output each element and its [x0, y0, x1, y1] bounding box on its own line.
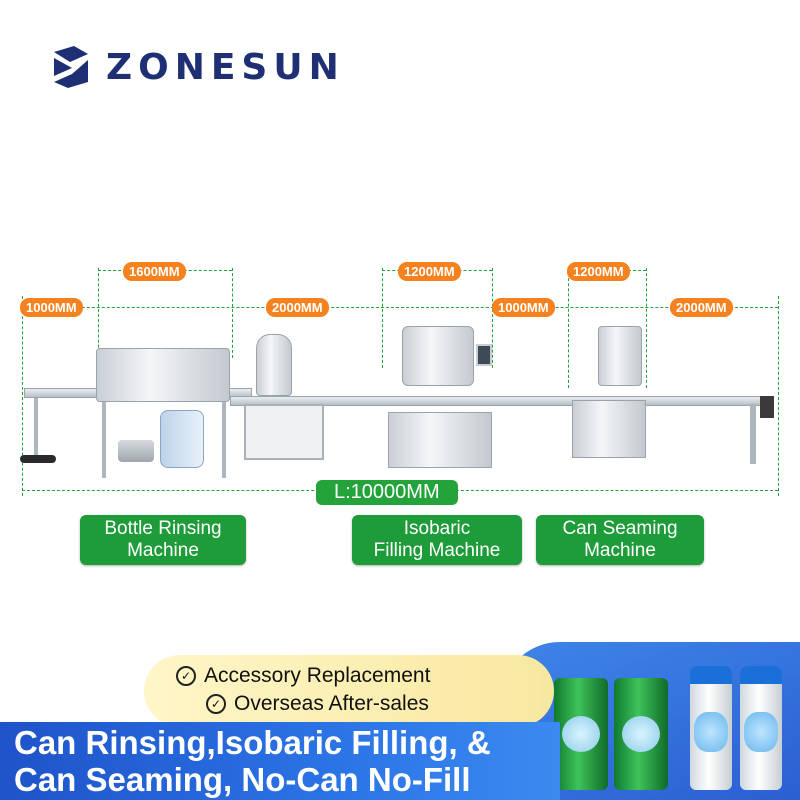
pump	[118, 440, 154, 462]
dimension-label: 1200MM	[398, 262, 461, 281]
conveyor-motor	[760, 396, 774, 418]
label-line: Filling Machine	[373, 540, 501, 561]
guide-line	[22, 307, 778, 308]
label-line: Bottle Rinsing	[104, 518, 222, 539]
conveyor-foot	[20, 455, 56, 463]
conveyor-leg	[34, 398, 38, 462]
filter-tank	[256, 334, 292, 396]
dimension-label: 2000MM	[670, 298, 733, 317]
rinsing-machine-tank	[96, 348, 230, 402]
title-line: Can Rinsing,Isobaric Filling, &	[14, 724, 491, 761]
dimension-label: 1600MM	[123, 262, 186, 281]
label-line: Machine	[584, 540, 656, 561]
machine-leg	[222, 402, 226, 478]
guide-line	[646, 268, 647, 388]
white-can	[690, 666, 732, 790]
filter-frame	[244, 404, 324, 460]
green-can	[614, 678, 668, 790]
guide-line	[568, 268, 569, 388]
guide-line	[382, 268, 383, 368]
label-line: Machine	[127, 540, 199, 561]
green-can	[554, 678, 608, 790]
dimension-label: 2000MM	[266, 298, 329, 317]
dimension-label: 1200MM	[567, 262, 630, 281]
check-circle-icon: ✓	[176, 666, 196, 686]
guide-line	[778, 296, 779, 496]
features-pill	[144, 655, 554, 727]
title-line: Can Seaming, No-Can No-Fill	[14, 761, 471, 798]
filling-machine-base	[388, 412, 492, 468]
zonesun-logo-icon	[54, 46, 88, 88]
guide-line	[232, 268, 233, 358]
control-panel	[476, 344, 492, 366]
filling-valves	[402, 326, 474, 386]
feature-item: ✓ Overseas After-sales	[206, 692, 429, 716]
seaming-head	[598, 326, 642, 386]
label-line: Isobaric	[403, 518, 471, 539]
conveyor-leg	[750, 404, 756, 464]
white-can	[740, 666, 782, 790]
guide-line	[492, 268, 493, 368]
machine-label-filling: Isobaric Filling Machine	[352, 515, 522, 565]
guide-line	[98, 268, 99, 358]
feature-text: Accessory Replacement	[204, 664, 431, 687]
machine-leg	[102, 402, 106, 478]
dimension-label: 1000MM	[492, 298, 555, 317]
page-title: Can Rinsing,Isobaric Filling, & Can Seam…	[14, 724, 491, 798]
title-banner	[0, 722, 560, 800]
machine-label-seaming: Can Seaming Machine	[536, 515, 704, 565]
machine-label-rinsing: Bottle Rinsing Machine	[80, 515, 246, 565]
seaming-machine-base	[572, 400, 646, 458]
feature-item: ✓ Accessory Replacement	[176, 664, 430, 688]
water-barrel	[160, 410, 204, 468]
feature-text: Overseas After-sales	[234, 692, 429, 715]
label-line: Can Seaming	[562, 518, 678, 539]
dimension-label: 1000MM	[20, 298, 83, 317]
brand-name: ZONESUN	[106, 46, 345, 88]
brand-logo: ZONESUN	[48, 44, 345, 90]
guide-line	[22, 296, 23, 496]
check-circle-icon: ✓	[206, 694, 226, 714]
total-length-label: L:10000MM	[316, 480, 458, 505]
